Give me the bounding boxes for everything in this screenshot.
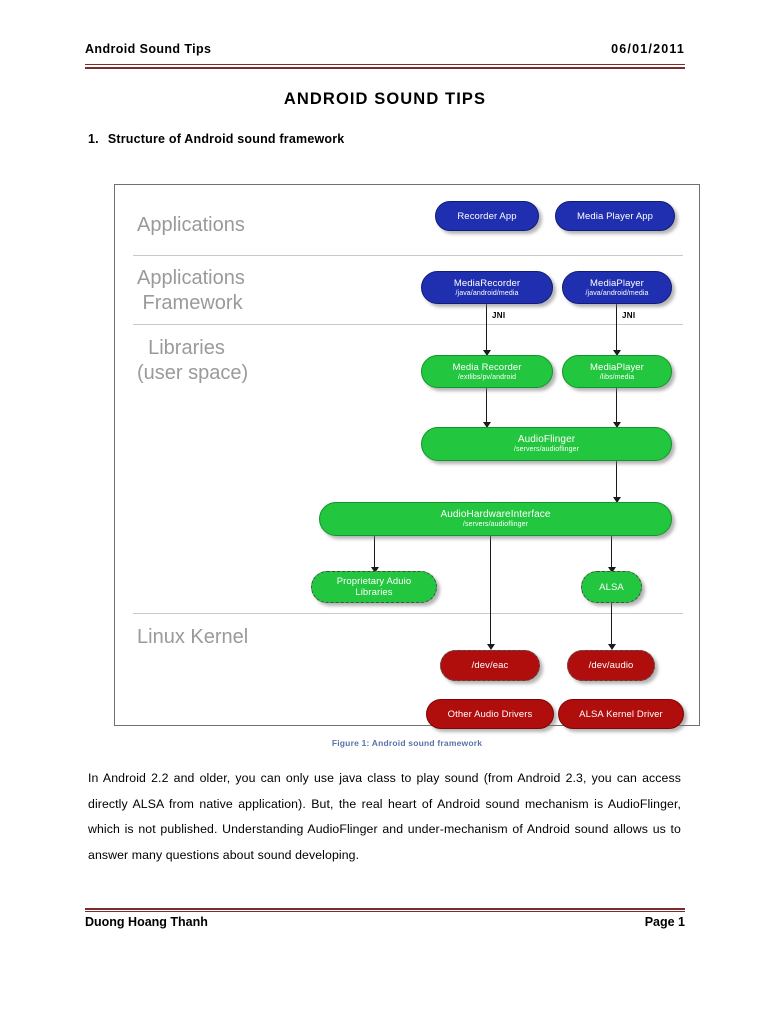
header-date: 06/01/2011 bbox=[611, 42, 685, 56]
header-rule-thick bbox=[85, 67, 685, 69]
node-mediaplayer-java[interactable]: MediaPlayer /java/android/media bbox=[562, 271, 672, 304]
edge-alsa-to-dev-audio-arrow bbox=[608, 644, 616, 650]
node-mediarecorder-java-path: /java/android/media bbox=[455, 289, 519, 297]
figure-android-sound-framework: Applications Applications Framework Libr… bbox=[114, 184, 700, 729]
node-media-recorder-native-path: /extlibs/pv/android bbox=[457, 373, 517, 381]
layer-label-applications-framework: Applications Framework bbox=[137, 267, 245, 314]
node-media-player-app-label: Media Player App bbox=[576, 210, 654, 222]
edge-jni-right-arrow bbox=[613, 350, 621, 356]
node-proprietary-audio-libraries-line2: Libraries bbox=[355, 587, 393, 598]
node-mediarecorder-java[interactable]: MediaRecorder /java/android/media bbox=[421, 271, 553, 304]
node-alsa-kernel-driver[interactable]: ALSA Kernel Driver bbox=[558, 699, 684, 729]
node-media-recorder-native-title: Media Recorder bbox=[452, 361, 522, 373]
node-mediaplayer-java-path: /java/android/media bbox=[585, 289, 649, 297]
edge-jni-right bbox=[616, 304, 618, 352]
page-title: ANDROID SOUND TIPS bbox=[283, 90, 487, 108]
edge-mediaplayer-to-audioflinger-arrow bbox=[613, 422, 621, 428]
node-other-audio-drivers[interactable]: Other Audio Drivers bbox=[426, 699, 554, 729]
edge-audioflinger-to-ahi-arrow bbox=[613, 497, 621, 503]
node-recorder-app-label: Recorder App bbox=[457, 210, 517, 222]
edge-ahi-to-proprietary-arrow bbox=[371, 567, 379, 573]
edge-alsa-to-dev-audio bbox=[611, 603, 613, 646]
node-audioflinger-title: AudioFlinger bbox=[517, 434, 576, 445]
node-alsa[interactable]: ALSA bbox=[581, 571, 642, 603]
node-dev-eac-label: /dev/eac bbox=[471, 660, 509, 671]
edge-jni-left-arrow bbox=[483, 350, 491, 356]
node-mediaplayer-java-title: MediaPlayer bbox=[590, 277, 644, 289]
edge-ahi-to-dev-eac bbox=[490, 536, 492, 646]
edge-jni-left bbox=[486, 304, 488, 352]
node-audiohardwareinterface[interactable]: AudioHardwareInterface /servers/audiofli… bbox=[319, 502, 672, 536]
layer-divider-applications bbox=[133, 255, 683, 256]
node-audioflinger[interactable]: AudioFlinger /servers/audioflinger bbox=[421, 427, 672, 461]
node-mediaplayer-native-title: MediaPlayer bbox=[590, 361, 644, 373]
layer-label-applications: Applications bbox=[137, 214, 245, 236]
header-rule-thin bbox=[85, 64, 685, 65]
edge-label-jni-right: JNI bbox=[622, 311, 636, 320]
page-footer: Duong Hoang Thanh Page 1 bbox=[85, 915, 685, 929]
node-dev-eac[interactable]: /dev/eac bbox=[440, 650, 540, 681]
node-proprietary-audio-libraries[interactable]: Proprietary Aduio Libraries bbox=[311, 571, 437, 603]
edge-mediarecorder-to-audioflinger bbox=[486, 388, 488, 424]
node-media-player-app[interactable]: Media Player App bbox=[555, 201, 675, 231]
footer-author: Duong Hoang Thanh bbox=[85, 915, 208, 929]
node-audiohardwareinterface-path: /servers/audioflinger bbox=[462, 521, 529, 528]
node-other-audio-drivers-label: Other Audio Drivers bbox=[447, 708, 533, 720]
node-audioflinger-path: /servers/audioflinger bbox=[513, 446, 580, 453]
edge-ahi-to-alsa-arrow bbox=[608, 567, 616, 573]
edge-label-jni-left: JNI bbox=[492, 311, 506, 320]
node-mediarecorder-java-title: MediaRecorder bbox=[453, 277, 521, 289]
edge-mediaplayer-to-audioflinger bbox=[616, 388, 618, 424]
node-recorder-app[interactable]: Recorder App bbox=[435, 201, 539, 231]
edge-ahi-to-proprietary bbox=[374, 536, 376, 569]
figure-caption: Figure 1: Android sound framework bbox=[331, 738, 483, 748]
node-alsa-kernel-driver-label: ALSA Kernel Driver bbox=[579, 708, 663, 720]
node-mediaplayer-native[interactable]: MediaPlayer /libs/media bbox=[562, 355, 672, 388]
layer-label-libraries: Libraries (user space) bbox=[137, 337, 249, 384]
footer-page-number: Page 1 bbox=[644, 915, 685, 929]
page-header: Android Sound Tips 06/01/2011 bbox=[85, 42, 685, 56]
node-media-recorder-native[interactable]: Media Recorder /extlibs/pv/android bbox=[421, 355, 553, 388]
footer-rule-thick bbox=[85, 908, 685, 910]
edge-ahi-to-dev-eac-arrow bbox=[487, 644, 495, 650]
node-dev-audio-label: /dev/audio bbox=[588, 660, 634, 671]
footer-rule-thin bbox=[85, 911, 685, 912]
node-mediaplayer-native-path: /libs/media bbox=[599, 373, 635, 381]
header-rule bbox=[85, 64, 685, 69]
node-alsa-label: ALSA bbox=[599, 581, 624, 593]
node-proprietary-audio-libraries-line1: Proprietary Aduio bbox=[336, 576, 412, 587]
layer-label-linux-kernel: Linux Kernel bbox=[137, 626, 249, 648]
layer-divider-framework bbox=[133, 324, 683, 325]
header-title: Android Sound Tips bbox=[85, 42, 212, 56]
section-heading: 1. Structure of Android sound framework bbox=[88, 132, 344, 146]
layer-divider-kernel bbox=[133, 613, 683, 614]
body-paragraph: In Android 2.2 and older, you can only u… bbox=[88, 771, 681, 862]
edge-ahi-to-alsa bbox=[611, 536, 613, 569]
section-number: 1. bbox=[88, 132, 99, 146]
edge-mediarecorder-to-audioflinger-arrow bbox=[483, 422, 491, 428]
node-audiohardwareinterface-title: AudioHardwareInterface bbox=[440, 509, 551, 520]
node-dev-audio[interactable]: /dev/audio bbox=[567, 650, 655, 681]
section-title: Structure of Android sound framework bbox=[107, 132, 345, 146]
footer-rule bbox=[85, 908, 685, 913]
edge-audioflinger-to-ahi bbox=[616, 461, 618, 499]
